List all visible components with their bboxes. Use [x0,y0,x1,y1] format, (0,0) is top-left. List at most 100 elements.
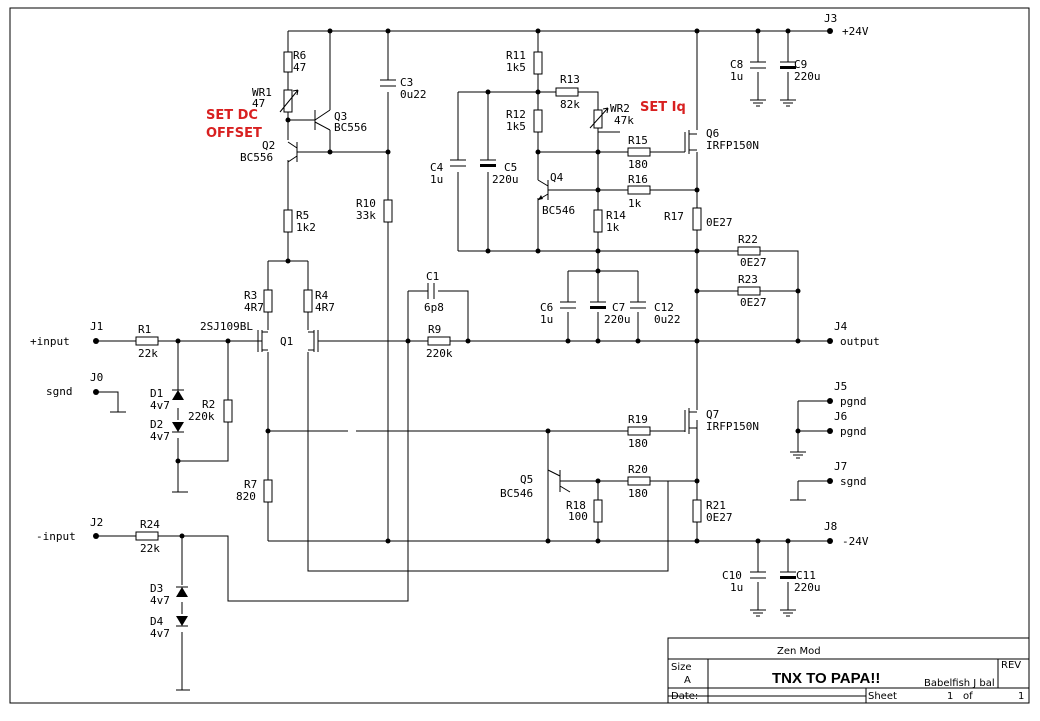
title-block-rev-label: REV [1001,660,1021,671]
title-block-project: Zen Mod [777,646,821,657]
comp-value: 1u [430,173,443,186]
comp-value: BC546 [500,487,533,500]
comp-value: IRFP150N [706,420,759,433]
conn-net: +24V [842,25,869,38]
conn-net: output [840,335,880,348]
comp-value: 1u [730,581,743,594]
comp-value: 0E27 [740,256,767,269]
title-block-of-label: of [963,691,973,702]
conn-ref: J8 [824,520,837,533]
comp-ref: R14 [606,209,626,222]
conn-net: sgnd [840,475,867,488]
comp-value: 180 [628,158,648,171]
comp-value: 820 [236,490,256,503]
conn-ref: J1 [90,320,103,333]
title-block-sheet-total: 1 [1018,691,1024,702]
comp-ref: C3 [400,76,413,89]
r18-body [593,499,603,523]
r5-body [283,209,293,233]
comp-value: 6p8 [424,301,444,314]
comp-value: 47 [293,61,306,74]
r6-body [283,51,293,73]
comp-value: 4v7 [150,594,170,607]
r16-body [627,185,651,195]
wires [96,30,830,690]
comp-ref: R13 [560,73,580,86]
r23-body [737,286,761,296]
comp-ref: WR1 [252,86,272,99]
comp-ref: C1 [426,270,439,283]
comp-ref: C5 [504,161,517,174]
comp-value: 0u22 [400,88,427,101]
conn-net: pgnd [840,425,867,438]
transistor-symbols [257,109,697,493]
conn-ref: J4 [834,320,848,333]
comp-value: 1k [628,197,642,210]
resistor-bodies [135,51,761,541]
comp-ref: D2 [150,418,163,431]
comp-value: 1k5 [506,120,526,133]
r2-body [223,399,233,423]
r12-body [533,109,543,133]
r7-body [263,479,273,503]
comp-value: 4v7 [150,399,170,412]
comp-ref: Q6 [706,127,719,140]
comp-value: 220k [426,347,453,360]
comp-ref: R3 [244,289,257,302]
comp-value: 33k [356,209,376,222]
conn-ref: J3 [824,12,837,25]
comp-value: BC556 [334,121,367,134]
conn-net: sgnd [46,385,73,398]
comp-ref: R20 [628,463,648,476]
conn-net: -24V [842,535,869,548]
title-block-title: TNX TO PAPA!! [772,670,880,687]
comp-ref: R10 [356,197,376,210]
comp-ref: R22 [738,233,758,246]
conn-ref: J0 [90,371,103,384]
comp-ref: R4 [315,289,329,302]
r3-body [263,289,273,313]
title-block: Zen Mod Size A TNX TO PAPA!! Babelfish J… [667,637,1030,704]
r13-body [555,87,579,97]
r17-body [692,207,702,231]
comp-ref: R15 [628,134,648,147]
r4-body [303,289,313,313]
r22-body [737,246,761,256]
conn-net: -input [36,530,76,543]
r1-body [135,336,159,346]
comp-ref: R11 [506,49,526,62]
conn-net: +input [30,335,70,348]
comp-ref: D1 [150,387,163,400]
capacitor-symbols [380,61,796,579]
comp-value: 180 [628,437,648,450]
comp-value: 22k [138,347,158,360]
comp-ref: Q4 [550,171,564,184]
title-block-size-value: A [684,675,691,686]
comp-value: 0E27 [740,296,767,309]
conn-ref: J2 [90,516,103,529]
component-labels: R6 47 WR1 47 Q3 BC556 Q2 BC556 R5 1k2 C3… [138,49,821,640]
comp-value: 100 [568,510,588,523]
conn-ref: J6 [834,410,847,423]
comp-ref: Q2 [262,139,275,152]
comp-value: 82k [560,98,580,111]
comp-ref: C4 [430,161,444,174]
comp-ref: C11 [796,569,816,582]
comp-ref: R24 [140,518,160,531]
title-block-sheet-num: 1 [947,691,953,702]
r11-body [533,51,543,75]
r10-body [383,199,393,223]
set-iq-note: SET Iq [640,100,686,115]
comp-ref: R16 [628,173,648,186]
conn-net: pgnd [840,395,867,408]
r24-body [135,531,159,541]
comp-ref: D4 [150,615,164,628]
comp-value: IRFP150N [706,139,759,152]
junction-dots [175,28,801,544]
comp-ref: R1 [138,323,151,336]
r20-body [627,476,651,486]
comp-ref: Q3 [334,110,347,123]
comp-ref: C9 [794,58,807,71]
